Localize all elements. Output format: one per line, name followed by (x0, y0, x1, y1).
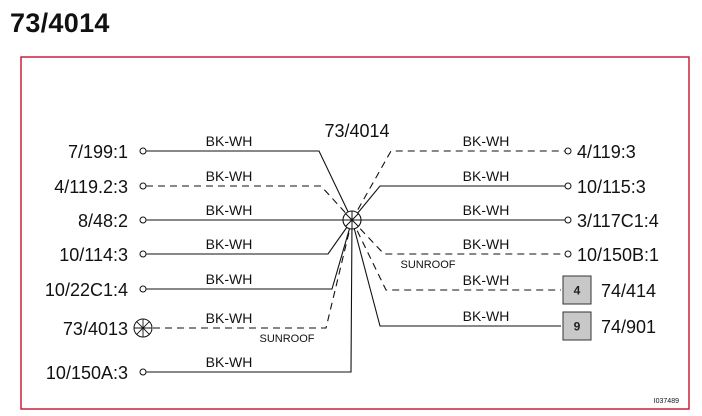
left-wire-1 (146, 150, 353, 221)
connector-pin-box: 9 (562, 311, 592, 341)
connector-pin-box: 4 (562, 275, 592, 305)
left-wire-6 (153, 219, 353, 329)
left-terminal-label: 73/4013 (63, 319, 128, 339)
figure-id: I037489 (654, 398, 679, 405)
left-terminal-label: 4/119.2:3 (54, 177, 128, 197)
right-wire-2 (351, 185, 565, 221)
wire-line (351, 219, 561, 327)
wire-line (146, 150, 353, 221)
left-wire-5 (146, 219, 353, 290)
right-terminal-label: 3/117C1:4 (577, 211, 659, 231)
wire-color-label: BK-WH (206, 310, 253, 326)
wire-color-label: BK-WH (463, 202, 510, 218)
wire-line (146, 185, 353, 221)
terminal-icon (564, 250, 572, 258)
wire-line (351, 219, 565, 255)
terminal-icon (139, 147, 147, 155)
terminal-icon (564, 182, 572, 190)
wire-color-label: BK-WH (206, 168, 253, 184)
connector-pin-number: 4 (574, 284, 581, 298)
wire-color-label: BK-WH (463, 133, 510, 149)
left-wire-2 (146, 185, 353, 221)
splice-node (342, 210, 362, 230)
wire-note-label: SUNROOF (260, 333, 315, 345)
wire-line (351, 150, 565, 221)
wire-color-label: BK-WH (206, 202, 253, 218)
left-wire-7 (146, 219, 353, 373)
right-wire-5 (351, 219, 561, 291)
left-terminal-label: 8/48:2 (78, 211, 128, 231)
wire-color-label: BK-WH (206, 354, 253, 370)
wire-note-label: SUNROOF (401, 259, 456, 271)
terminal-icon (139, 216, 147, 224)
terminal-icon (139, 285, 147, 293)
right-terminal-label: 4/119:3 (577, 142, 636, 162)
right-wire-6 (351, 219, 561, 327)
right-wire-4 (351, 219, 565, 255)
wire-color-label: BK-WH (463, 236, 510, 252)
diagram-frame (20, 56, 690, 410)
wire-line (146, 219, 353, 255)
left-terminal-label: 10/150A:3 (46, 363, 128, 383)
right-terminal-label: 74/414 (601, 281, 656, 301)
right-terminal-label: 74/901 (601, 317, 656, 337)
terminal-icon (564, 216, 572, 224)
wire-color-label: BK-WH (206, 271, 253, 287)
terminal-icon (139, 250, 147, 258)
terminal-icon (139, 182, 147, 190)
left-terminal-label: 7/199:1 (68, 142, 128, 162)
connector-pin-number: 9 (574, 320, 581, 334)
center-splice-label: 73/4014 (324, 121, 389, 141)
wire-line (351, 185, 565, 221)
right-terminal-label: 10/150B:1 (577, 245, 659, 265)
wire-color-label: BK-WH (463, 168, 510, 184)
right-wire-1 (351, 150, 565, 221)
wire-color-label: BK-WH (463, 308, 510, 324)
wire-color-label: BK-WH (206, 236, 253, 252)
wire-color-label: BK-WH (463, 272, 510, 288)
wire-line (351, 219, 561, 291)
page-title: 73/4014 (10, 8, 110, 38)
wire-line (146, 219, 353, 373)
wire-line (153, 219, 353, 329)
left-terminal-label: 10/22C1:4 (45, 280, 128, 300)
left-terminal-label: 10/114:3 (59, 245, 128, 265)
right-terminal-label: 10/115:3 (577, 177, 646, 197)
terminal-icon (564, 147, 572, 155)
wire-color-label: BK-WH (206, 133, 253, 149)
splice-icon (133, 318, 153, 338)
terminal-icon (139, 368, 147, 376)
wire-line (146, 219, 353, 290)
left-wire-4 (146, 219, 353, 255)
